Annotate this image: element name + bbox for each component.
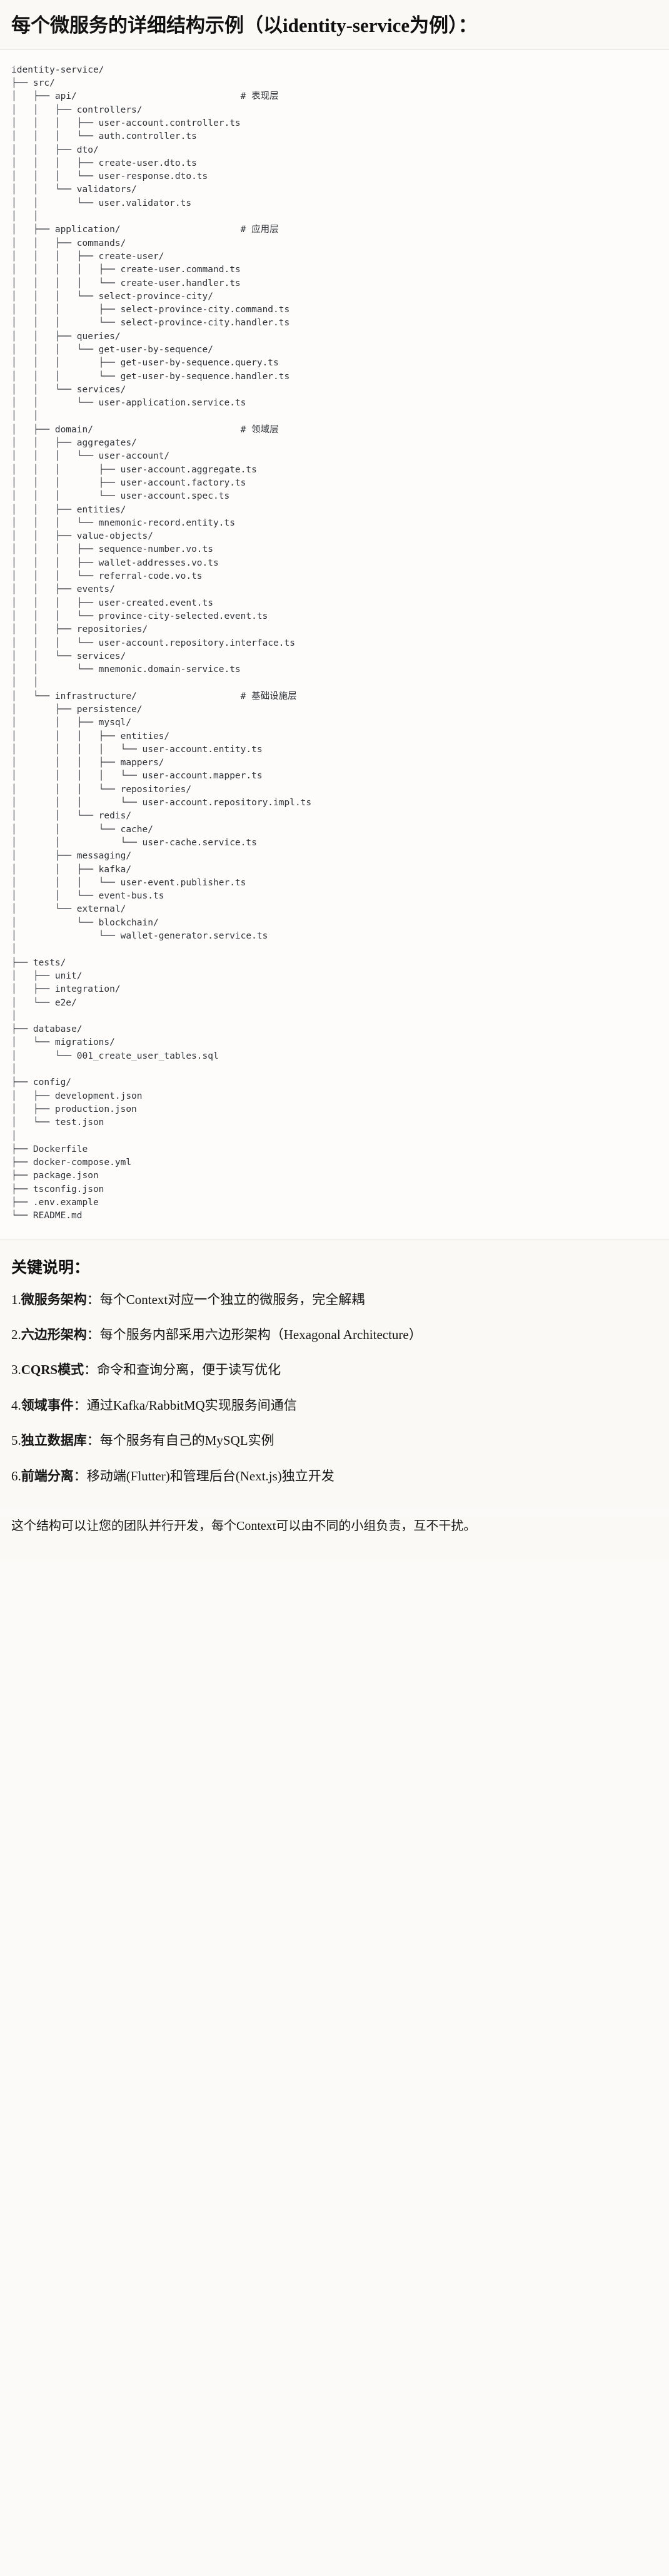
key-note-item: 6.前端分离：移动端(Flutter)和管理后台(Next.js)独立开发 bbox=[11, 1467, 658, 1485]
key-note-item: 3.CQRS模式：命令和查询分离，便于读写优化 bbox=[11, 1360, 658, 1379]
key-note-description: ：每个服务内部采用六边形架构（Hexagonal Architecture） bbox=[86, 1327, 422, 1343]
key-note-index: 3. bbox=[11, 1362, 21, 1378]
key-note-description: ：命令和查询分离，便于读写优化 bbox=[84, 1362, 281, 1378]
key-note-description: ：通过Kafka/RabbitMQ实现服务间通信 bbox=[73, 1397, 297, 1413]
key-note-item: 4.领域事件：通过Kafka/RabbitMQ实现服务间通信 bbox=[11, 1396, 658, 1415]
key-note-term: 独立数据库 bbox=[21, 1433, 87, 1448]
key-note-term: CQRS模式 bbox=[21, 1362, 84, 1378]
key-note-index: 6. bbox=[11, 1468, 21, 1484]
key-note-index: 2. bbox=[11, 1327, 21, 1343]
key-note-term: 微服务架构 bbox=[21, 1291, 87, 1307]
key-note-item: 5.独立数据库：每个服务有自己的MySQL实例 bbox=[11, 1431, 658, 1450]
key-note-item: 1.微服务架构：每个Context对应一个独立的微服务，完全解耦 bbox=[11, 1290, 658, 1309]
page-title: 每个微服务的详细结构示例（以identity-service为例）： bbox=[11, 14, 478, 36]
key-notes-heading: 关键说明： bbox=[11, 1259, 90, 1276]
key-note-description: ：每个服务有自己的MySQL实例 bbox=[86, 1433, 274, 1448]
page-header: 每个微服务的详细结构示例（以identity-service为例）： bbox=[0, 0, 669, 50]
key-note-index: 4. bbox=[11, 1397, 21, 1413]
key-note-index: 5. bbox=[11, 1433, 21, 1448]
page-root: 每个微服务的详细结构示例（以identity-service为例）： ident… bbox=[0, 0, 669, 1561]
key-note-description: ：移动端(Flutter)和管理后台(Next.js)独立开发 bbox=[73, 1468, 334, 1484]
directory-tree-block: identity-service/ ├── src/ │ ├── api/ # … bbox=[0, 49, 669, 1240]
key-note-item: 2.六边形架构：每个服务内部采用六边形架构（Hexagonal Architec… bbox=[11, 1325, 658, 1344]
key-note-term: 六边形架构 bbox=[21, 1327, 87, 1343]
key-notes-footer: 这个结构可以让您的团队并行开发，每个Context可以由不同的小组负责，互不干扰… bbox=[0, 1517, 669, 1555]
key-note-term: 领域事件 bbox=[21, 1397, 74, 1413]
key-note-term: 前端分离 bbox=[21, 1468, 74, 1484]
key-notes-section: 关键说明： 1.微服务架构：每个Context对应一个独立的微服务，完全解耦 2.… bbox=[0, 1240, 669, 1509]
key-note-index: 1. bbox=[11, 1291, 21, 1307]
key-note-description: ：每个Context对应一个独立的微服务，完全解耦 bbox=[86, 1291, 365, 1307]
directory-tree: identity-service/ ├── src/ │ ├── api/ # … bbox=[11, 64, 312, 1221]
bottom-spacer bbox=[0, 1554, 669, 1561]
